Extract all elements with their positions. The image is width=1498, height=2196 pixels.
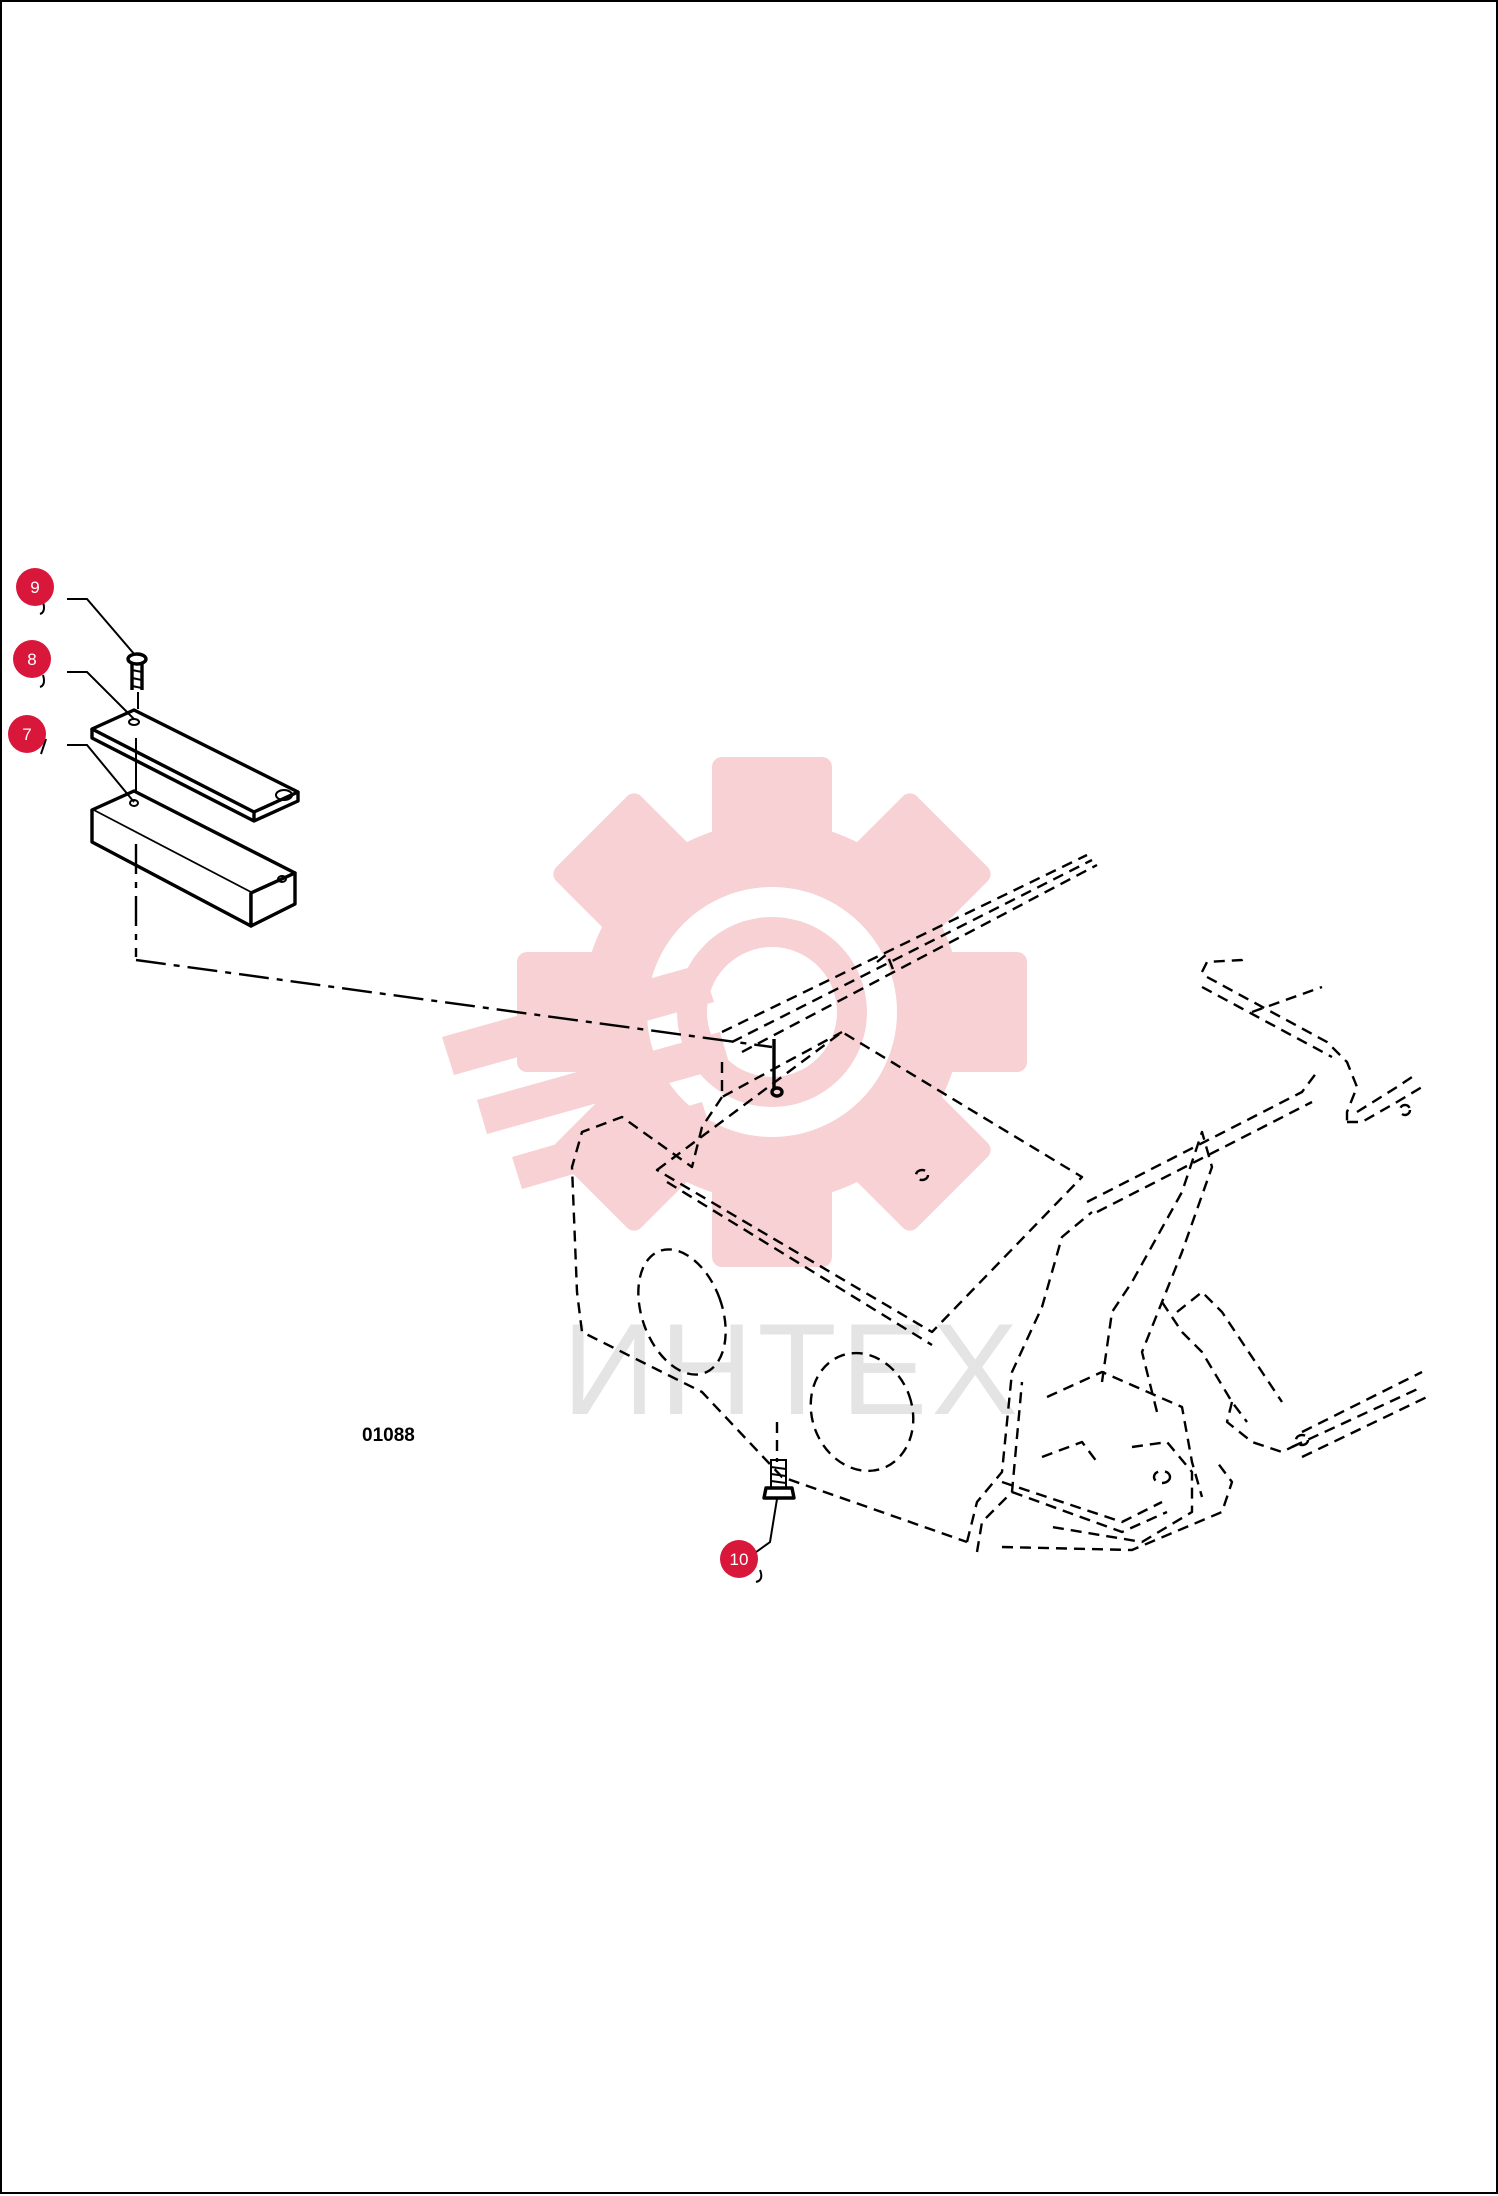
svg-text:9: 9 <box>30 578 39 597</box>
callout-10[interactable]: 10 <box>720 1540 758 1578</box>
label-remnant <box>40 738 47 755</box>
assembly-centerline <box>135 958 773 1049</box>
part-8-plate <box>90 708 300 823</box>
leader-line-9 <box>67 598 136 656</box>
leader-line-10 <box>751 1498 778 1556</box>
svg-text:8: 8 <box>27 650 36 669</box>
callout-8[interactable]: 8 <box>13 640 51 678</box>
part-10-bolt <box>762 1422 796 1500</box>
figure-code: 01088 <box>362 1425 415 1446</box>
watermark-streak <box>512 1102 712 1189</box>
callout-7[interactable]: 7 <box>8 715 46 753</box>
label-remnant <box>39 674 45 688</box>
part-9-screw <box>126 652 148 690</box>
callout-9[interactable]: 9 <box>16 568 54 606</box>
phantom-bracket-assembly <box>570 853 1428 1553</box>
watermark-text: ИНТЕХ <box>562 1296 1022 1442</box>
leader-line-8 <box>67 671 135 720</box>
watermark-streak <box>477 1032 730 1134</box>
svg-text:10: 10 <box>730 1550 749 1569</box>
svg-text:7: 7 <box>22 725 31 744</box>
mount-hole <box>770 1086 784 1098</box>
part-7-block <box>90 789 297 928</box>
watermark-gear-logo <box>442 757 1027 1267</box>
label-remnant <box>755 1569 763 1583</box>
leader-line-7 <box>67 744 135 803</box>
